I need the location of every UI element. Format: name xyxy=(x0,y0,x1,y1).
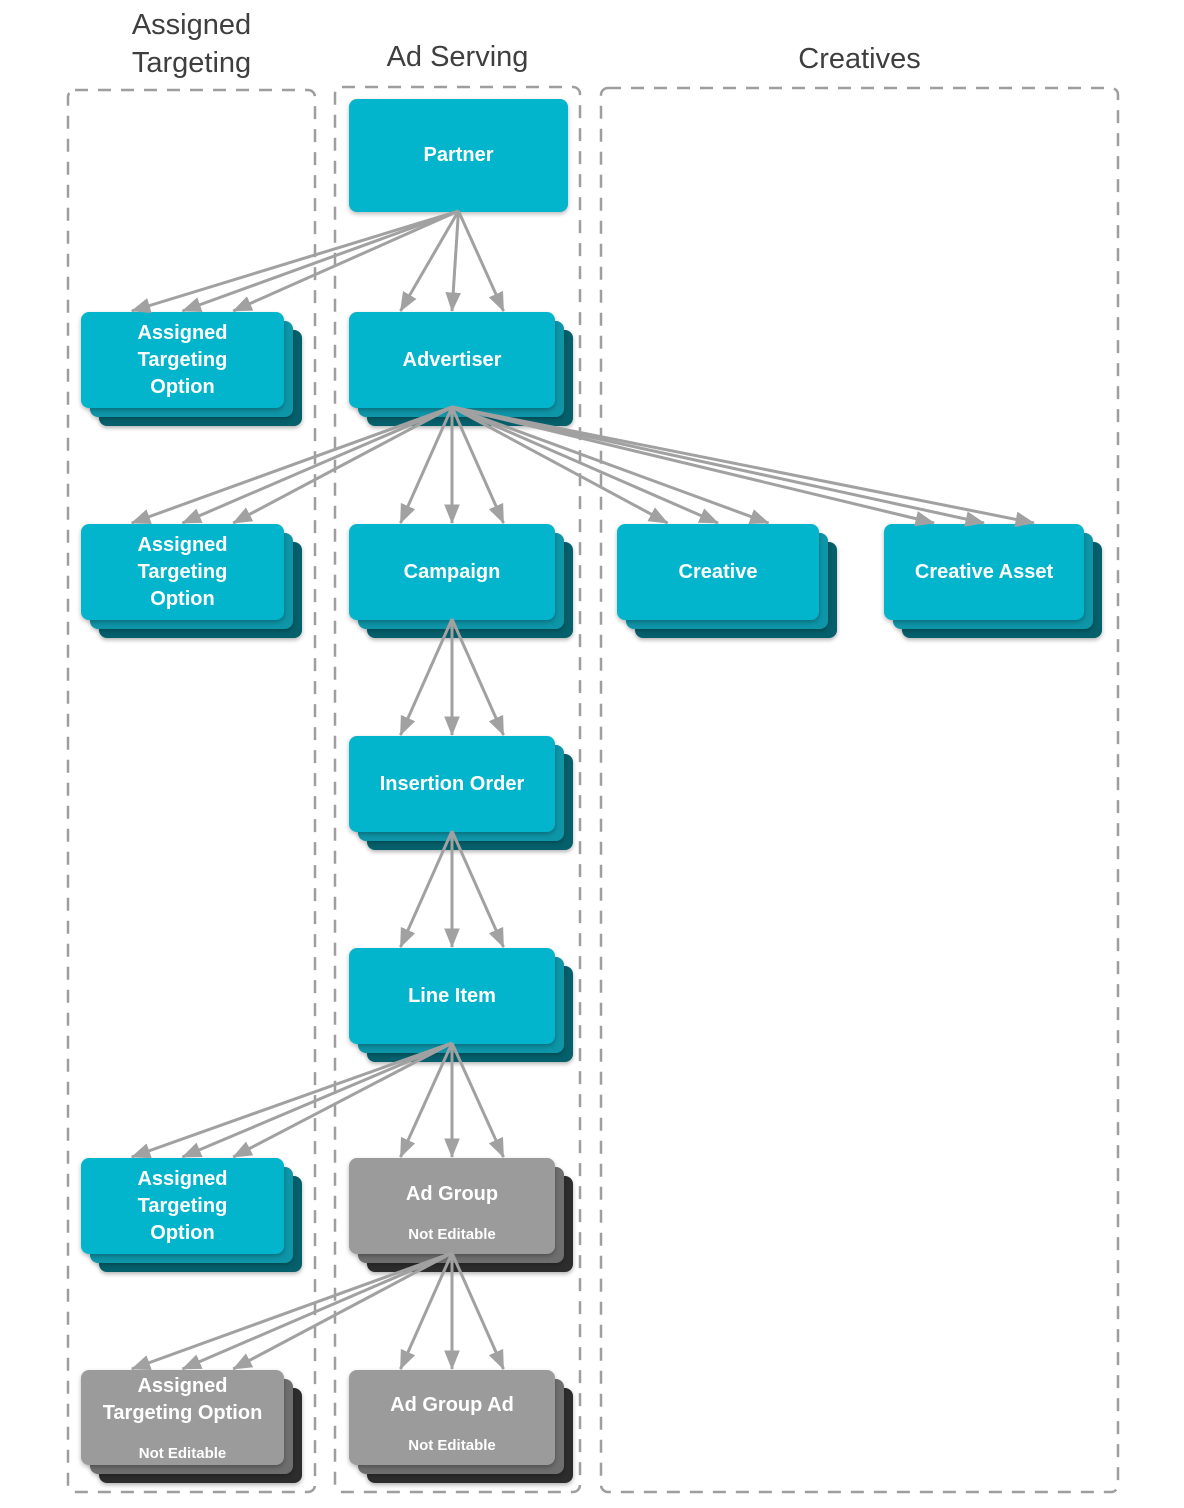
node-label: Advertiser xyxy=(403,347,502,374)
edge-partner-to-assigned-targeting-option-1 xyxy=(130,209,460,314)
column-title-line: Creatives xyxy=(798,43,921,75)
node-label-line: Creative Asset xyxy=(914,560,1054,583)
node-label-line: Ad Group Ad xyxy=(390,1394,514,1416)
node-label-line: Advertiser xyxy=(402,348,502,371)
node-label: Insertion Order xyxy=(380,771,524,798)
edge-arrow xyxy=(232,209,460,313)
column-title-line: Targeting xyxy=(131,47,252,79)
node-insertion-order: Insertion Order xyxy=(349,736,573,850)
node-label-line: Line Item xyxy=(408,984,496,1007)
column-assigned-targeting xyxy=(66,88,317,1494)
node-sublabel: Not Editable xyxy=(408,1225,496,1243)
edge-arrow xyxy=(181,209,460,313)
node-label-line: Option xyxy=(150,375,215,398)
column-title-line: Ad Serving xyxy=(386,41,529,73)
node-label-line: Ad Group xyxy=(405,1182,499,1205)
node-face-creative-asset: Creative Asset xyxy=(884,524,1084,620)
node-face-partner: Partner xyxy=(349,99,568,212)
node-label: Ad Group xyxy=(406,1181,498,1208)
edge-arrow xyxy=(130,209,459,314)
node-campaign: Campaign xyxy=(349,524,573,638)
node-partner: Partner xyxy=(349,99,568,212)
column-title-ad-serving: Ad Serving xyxy=(334,38,581,76)
node-label-line: Targeting xyxy=(137,348,228,371)
node-face-creative: Creative xyxy=(617,524,819,620)
node-label-line: Assigned xyxy=(137,1374,228,1397)
node-face-line-item: Line Item xyxy=(349,948,555,1044)
node-face-ad-group-ad: Ad Group Ad Not Editable xyxy=(349,1370,555,1465)
node-creative: Creative xyxy=(617,524,837,638)
column-title-creatives: Creatives xyxy=(600,40,1119,78)
node-advertiser: Advertiser xyxy=(349,312,573,426)
node-sublabel: Not Editable xyxy=(408,1437,496,1454)
node-sublabel: Not Editable xyxy=(138,1444,227,1462)
node-face-campaign: Campaign xyxy=(349,524,555,620)
node-label-line: Option xyxy=(150,1221,215,1244)
column-title-line: Assigned xyxy=(131,9,252,41)
node-label: Line Item xyxy=(408,983,496,1010)
node-label-line: Assigned xyxy=(137,533,228,556)
node-label-line: Option xyxy=(150,587,215,610)
node-label: Ad Group Ad xyxy=(390,1392,514,1419)
node-label-line: Creative xyxy=(678,560,758,583)
node-label: Partner xyxy=(423,142,493,169)
node-line-item: Line Item xyxy=(349,948,573,1062)
node-face-advertiser: Advertiser xyxy=(349,312,555,408)
node-creative-asset: Creative Asset xyxy=(884,524,1102,638)
edge-partner-to-advertiser xyxy=(399,210,505,312)
edge-arrow xyxy=(445,210,461,312)
node-ad-group-ad: Ad Group Ad Not Editable xyxy=(349,1370,573,1483)
node-label-line: Assigned xyxy=(137,321,228,344)
node-face-insertion-order: Insertion Order xyxy=(349,736,555,832)
node-label-line: Targeting xyxy=(137,560,228,583)
node-label-line: Assigned xyxy=(137,1167,228,1190)
node-label-line: Insertion Order xyxy=(379,772,525,795)
column-creatives xyxy=(599,86,1120,1494)
node-label: Creative Asset xyxy=(915,559,1053,586)
node-label: Campaign xyxy=(404,559,501,586)
node-label-line: Campaign xyxy=(403,560,501,583)
node-label-line: Targeting Option xyxy=(102,1401,263,1424)
node-label: Creative xyxy=(679,559,758,586)
node-label-line: Targeting xyxy=(137,1194,228,1217)
edge-arrow xyxy=(399,210,460,312)
edge-arrow xyxy=(457,210,505,312)
node-label-line: Partner xyxy=(423,144,494,166)
